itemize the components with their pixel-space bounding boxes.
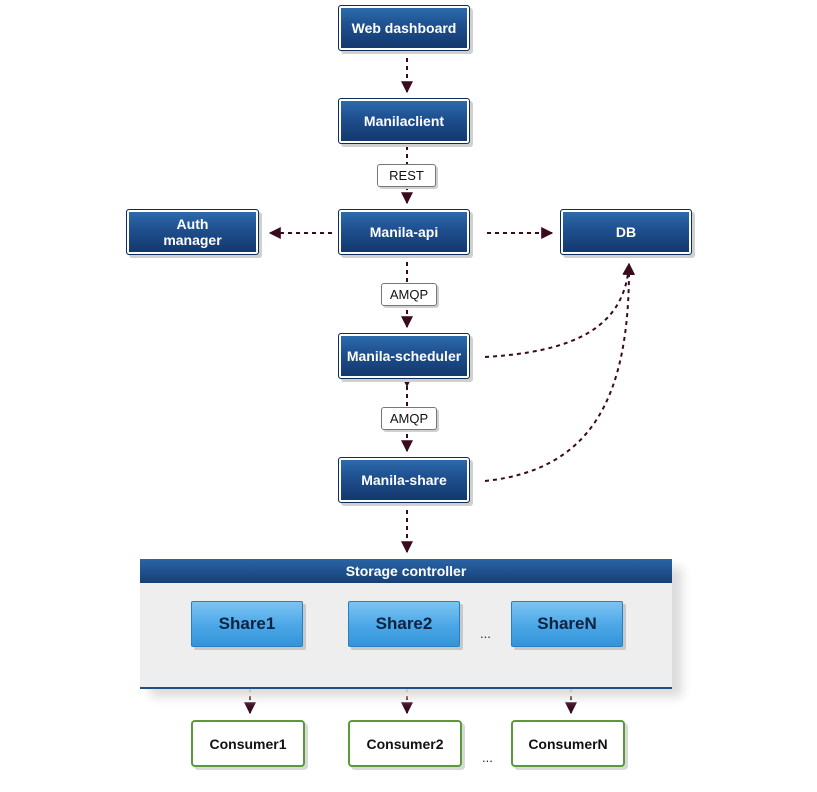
manila-share-label: Manila-share xyxy=(361,472,447,488)
web-dashboard-label: Web dashboard xyxy=(351,20,457,36)
share1-node: Share1 xyxy=(191,601,303,647)
amqp-scheduler-share-label: AMQP xyxy=(381,407,437,430)
edge-share-db xyxy=(484,262,636,482)
shareN-label: ShareN xyxy=(537,614,597,633)
amqp-label-text-2: AMQP xyxy=(389,411,429,426)
consumer2-node: Consumer2 xyxy=(348,720,462,767)
manila-api-node: Manila-api xyxy=(338,209,470,255)
manilaclient-label: Manilaclient xyxy=(363,113,445,129)
consumer1-node: Consumer1 xyxy=(191,720,305,767)
auth-manager-label-line2: manager xyxy=(163,232,222,248)
db-label: DB xyxy=(615,224,637,240)
rest-edge-label: REST xyxy=(377,164,436,187)
manila-scheduler-node: Manila-scheduler xyxy=(338,333,470,379)
manilaclient-node: Manilaclient xyxy=(338,98,470,144)
auth-manager-node: Auth manager xyxy=(126,209,259,255)
consumer1-label: Consumer1 xyxy=(209,735,287,752)
storage-controller-title: Storage controller xyxy=(140,559,672,583)
auth-manager-label-line1: Auth xyxy=(176,216,209,232)
edge-scheduler-db xyxy=(484,262,635,358)
db-node: DB xyxy=(560,209,692,255)
share2-label: Share2 xyxy=(375,614,433,633)
shareN-node: ShareN xyxy=(511,601,623,647)
consumer2-label: Consumer2 xyxy=(366,735,444,752)
web-dashboard-node: Web dashboard xyxy=(338,5,470,51)
consumerN-node: ConsumerN xyxy=(511,720,625,767)
amqp-api-scheduler-label: AMQP xyxy=(381,283,437,306)
rest-label-text: REST xyxy=(389,168,424,183)
consumers-ellipsis: ... xyxy=(482,750,493,765)
manila-scheduler-label: Manila-scheduler xyxy=(346,348,462,364)
manila-api-label: Manila-api xyxy=(369,224,439,240)
shares-ellipsis: ... xyxy=(480,626,491,641)
consumerN-label: ConsumerN xyxy=(528,735,608,752)
manila-share-node: Manila-share xyxy=(338,457,470,503)
share2-node: Share2 xyxy=(348,601,460,647)
amqp-label-text-1: AMQP xyxy=(389,287,429,302)
share1-label: Share1 xyxy=(218,614,276,633)
